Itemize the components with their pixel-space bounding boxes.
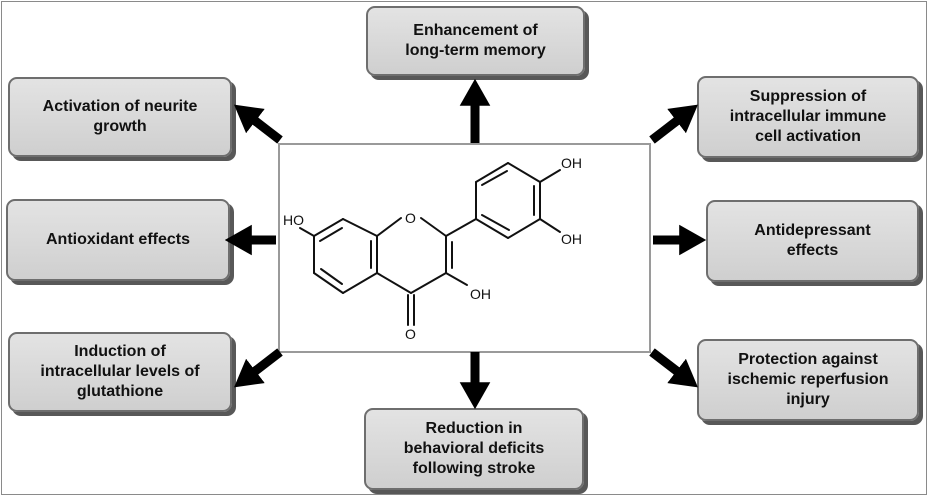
- effect-label-immune-suppression: Suppression of intracellular immune cell…: [729, 88, 887, 145]
- label-oh-right: OH: [561, 231, 582, 247]
- molecule-structure: [299, 162, 561, 326]
- effect-label-ischemic-protection: Protection against ischemic reperfusion …: [727, 351, 889, 408]
- label-oh-top: OH: [561, 155, 582, 171]
- effect-label-enhancement-memory: Enhancement of long-term memory: [405, 22, 546, 59]
- effect-label-antidepressant: Antidepressant effects: [754, 222, 871, 259]
- effect-box-stroke-deficits: Reduction in behavioral deficits followi…: [364, 408, 584, 490]
- arrow-up-right: [649, 104, 698, 144]
- effect-label-stroke-deficits: Reduction in behavioral deficits followi…: [403, 420, 545, 477]
- effect-box-ischemic-protection: Protection against ischemic reperfusion …: [697, 339, 919, 421]
- effect-box-antioxidant: Antioxidant effects: [6, 199, 230, 281]
- effect-label-antioxidant: Antioxidant effects: [45, 231, 190, 248]
- molecule-panel: [278, 143, 651, 353]
- label-ho-left: HO: [283, 212, 304, 228]
- effect-label-neurite-growth: Activation of neurite growth: [42, 98, 198, 135]
- effect-label-glutathione: Induction of intracellular levels of glu…: [40, 343, 200, 400]
- label-ring-oxygen: O: [405, 210, 416, 226]
- effect-box-neurite-growth: Activation of neurite growth: [8, 77, 232, 157]
- arrow-down-right: [649, 348, 698, 388]
- effect-box-enhancement-memory: Enhancement of long-term memory: [366, 6, 585, 76]
- arrow-down-left: [234, 348, 283, 388]
- effect-box-glutathione: Induction of intracellular levels of glu…: [8, 332, 232, 412]
- arrow-up-left: [234, 104, 283, 144]
- label-oh-3: OH: [470, 286, 491, 302]
- effect-box-antidepressant: Antidepressant effects: [706, 200, 919, 282]
- label-carbonyl-oxygen: O: [405, 326, 416, 342]
- effect-box-immune-suppression: Suppression of intracellular immune cell…: [697, 76, 919, 158]
